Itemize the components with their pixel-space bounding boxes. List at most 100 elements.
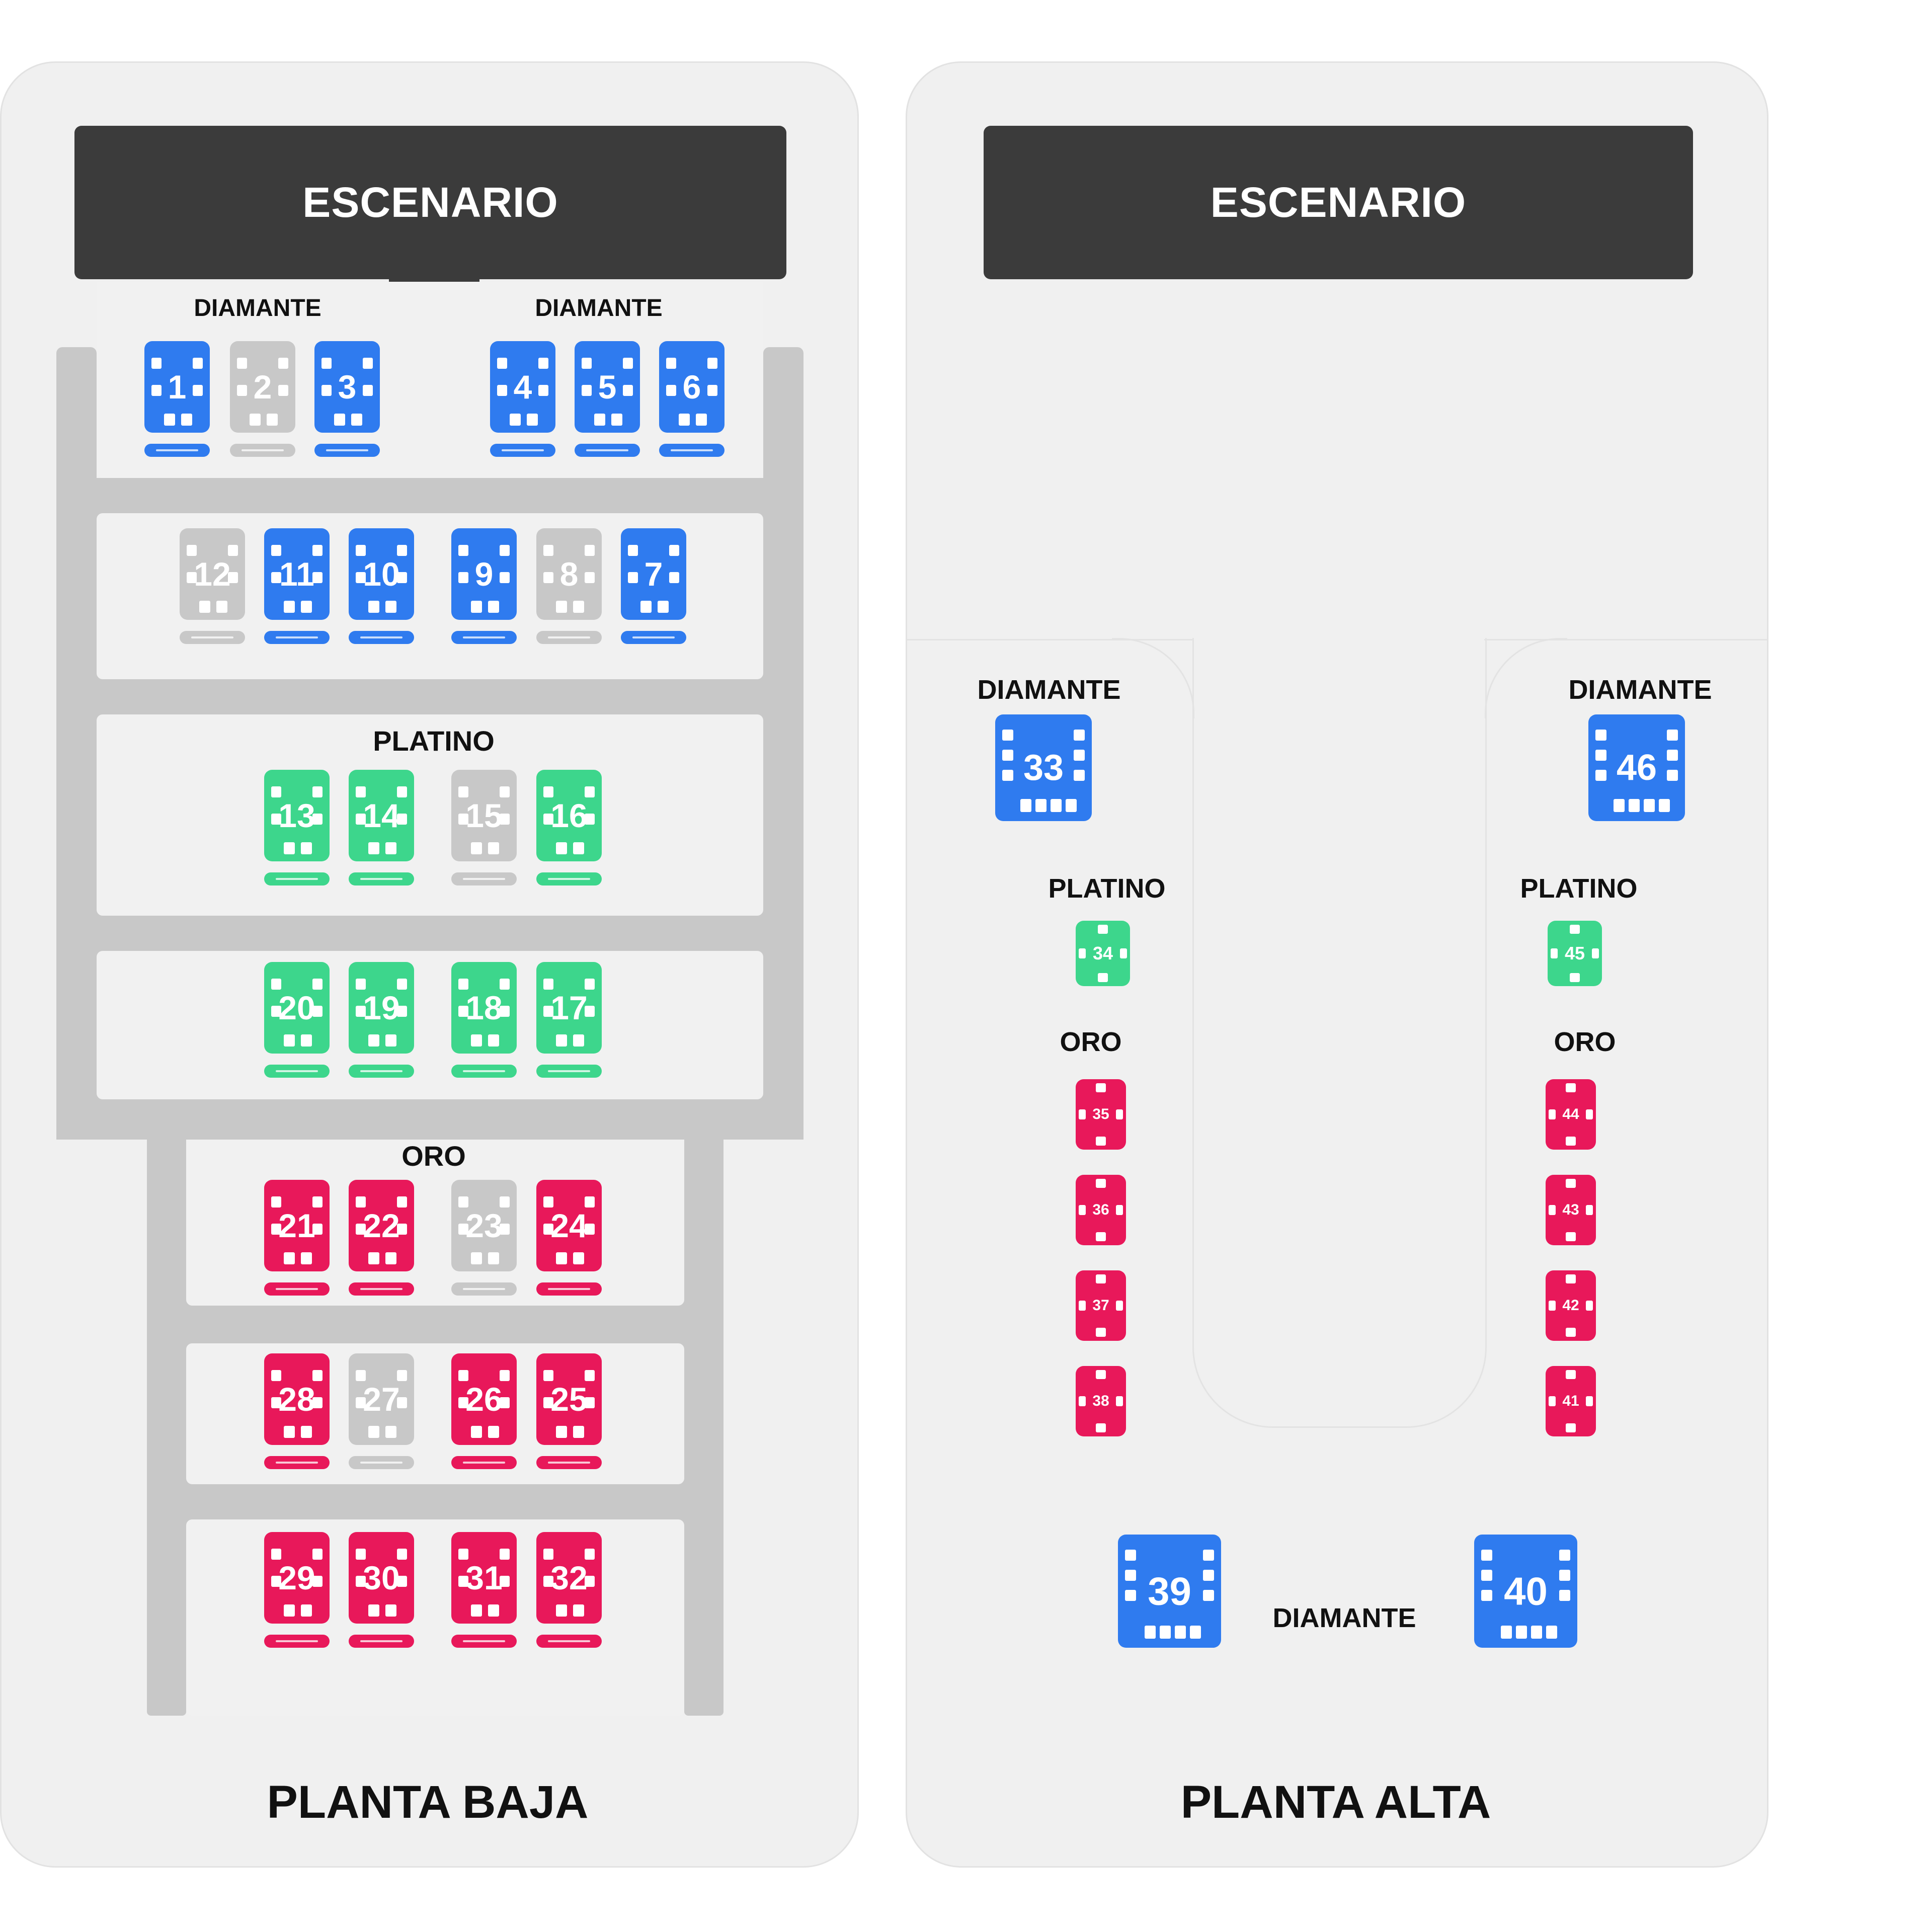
seat-icon [368,1252,379,1264]
seat-icon [1481,1550,1492,1561]
table-6[interactable]: 6 [659,341,725,433]
table-45[interactable]: 45 [1548,921,1602,986]
table-36[interactable]: 36 [1076,1175,1126,1245]
table-33[interactable]: 33 [995,714,1092,821]
table-31[interactable]: 31 [451,1532,517,1624]
seat-icon [628,572,638,583]
seat-icon [556,1034,567,1046]
table-9[interactable]: 9 [451,528,517,620]
table-4[interactable]: 4 [490,341,555,433]
row-area-4 [97,951,763,1099]
table-22-tag [349,1282,414,1296]
seat-icon [573,601,584,613]
table-11[interactable]: 11 [264,528,330,620]
seat-icon [312,1196,323,1208]
seat-icon [1566,1137,1576,1146]
table-10-tag [349,631,414,644]
table-21[interactable]: 21 [264,1180,330,1271]
table-22[interactable]: 22 [349,1180,414,1271]
table-41[interactable]: 41 [1546,1366,1596,1436]
table-32[interactable]: 32 [536,1532,602,1624]
table-27[interactable]: 27 [349,1353,414,1445]
table-46[interactable]: 46 [1588,714,1685,821]
table-number: 42 [1562,1297,1579,1314]
table-38[interactable]: 38 [1076,1366,1126,1436]
table-16[interactable]: 16 [536,770,602,861]
table-15[interactable]: 15 [451,770,517,861]
table-25[interactable]: 25 [536,1353,602,1445]
seat-icon [1667,750,1678,761]
seat-icon [500,786,510,797]
seat-icon [1595,770,1606,781]
table-23[interactable]: 23 [451,1180,517,1271]
table-number: 7 [644,555,663,593]
table-34[interactable]: 34 [1076,921,1130,986]
table-30[interactable]: 30 [349,1532,414,1624]
table-19[interactable]: 19 [349,962,414,1054]
seat-icon [471,601,482,613]
table-7[interactable]: 7 [621,528,686,620]
table-44[interactable]: 44 [1546,1079,1596,1150]
table-number: 9 [474,555,494,593]
seat-icon [271,1196,281,1208]
seat-icon [1002,750,1013,761]
table-17[interactable]: 17 [536,962,602,1054]
table-3[interactable]: 3 [314,341,380,433]
seat-icon [1667,730,1678,741]
table-number: 30 [363,1559,400,1596]
table-number: 39 [1148,1569,1191,1613]
table-20[interactable]: 20 [264,962,330,1054]
seat-icon [1098,925,1108,934]
table-15-tag [451,872,517,886]
table-37[interactable]: 37 [1076,1270,1126,1341]
seat-icon [312,545,323,556]
seat-icon [1549,1301,1556,1311]
table-40[interactable]: 40 [1474,1535,1577,1648]
upper-floor-divider-right [1484,639,1767,640]
table-1[interactable]: 1 [144,341,210,433]
table-28[interactable]: 28 [264,1353,330,1445]
table-12[interactable]: 12 [180,528,245,620]
table-14[interactable]: 14 [349,770,414,861]
seat-icon [351,414,362,426]
table-13[interactable]: 13 [264,770,330,861]
table-11-tag [264,631,330,644]
table-29[interactable]: 29 [264,1532,330,1624]
section-label-oro-left: ORO [1060,1027,1122,1057]
table-4-tag [490,444,555,457]
walkway-oro-right [684,1117,723,1716]
table-18[interactable]: 18 [451,962,517,1054]
table-26[interactable]: 26 [451,1353,517,1445]
seat-icon [312,1006,323,1017]
table-39[interactable]: 39 [1118,1535,1221,1648]
seat-icon [356,979,366,990]
seat-icon [356,1576,366,1587]
seat-icon [1160,1626,1171,1639]
seat-icon [1592,948,1599,958]
seat-icon [267,414,278,426]
table-42[interactable]: 42 [1546,1270,1596,1341]
table-10[interactable]: 10 [349,528,414,620]
table-8[interactable]: 8 [536,528,602,620]
seat-icon [278,358,288,369]
table-35[interactable]: 35 [1076,1079,1126,1150]
seat-icon [1125,1550,1136,1561]
seat-icon [585,1549,595,1560]
seat-icon [356,1549,366,1560]
seat-icon [363,385,373,396]
table-8-tag [536,631,602,644]
section-label-diamante-left: DIAMANTE [977,675,1121,705]
seat-icon [611,414,622,426]
seat-icon [666,358,676,369]
seat-icon [1035,799,1046,812]
seat-icon [1667,770,1678,781]
table-2[interactable]: 2 [230,341,295,433]
upper-floor-void [1192,638,1487,1428]
row-area-7 [186,1519,684,1716]
seat-icon [585,786,595,797]
seat-icon [556,1252,567,1264]
table-5[interactable]: 5 [575,341,640,433]
seat-icon [301,842,312,854]
table-43[interactable]: 43 [1546,1175,1596,1245]
table-24[interactable]: 24 [536,1180,602,1271]
